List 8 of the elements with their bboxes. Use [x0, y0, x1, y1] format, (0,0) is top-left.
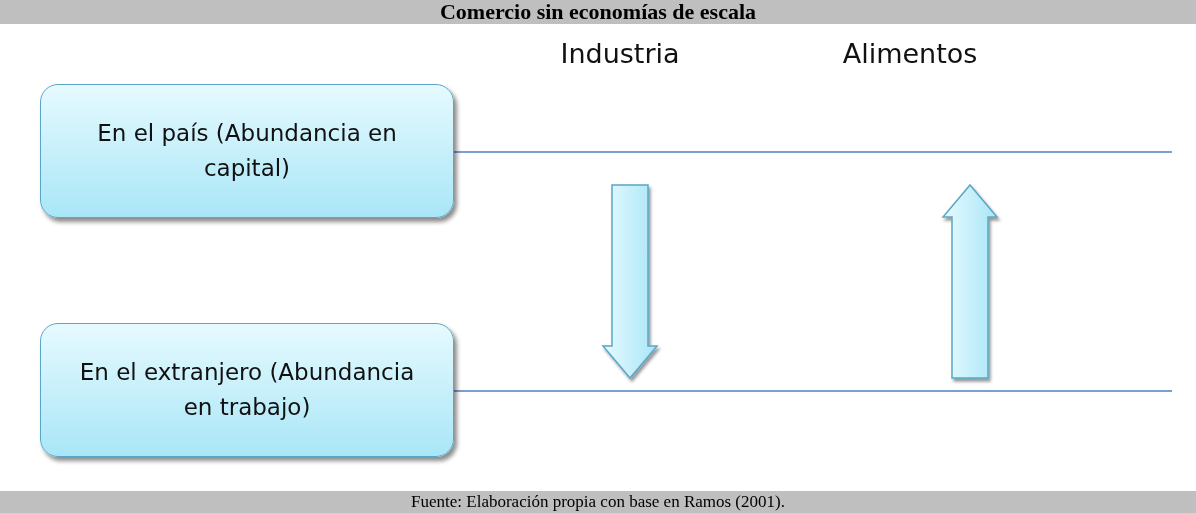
rounded-box	[40, 84, 454, 218]
title: Comercio sin economías de escala	[0, 0, 1196, 24]
column-heading: Alimentos	[842, 38, 978, 69]
caption: Fuente: Elaboración propia con base en Ramos (2001).	[0, 491, 1196, 513]
rounded-box	[40, 323, 454, 457]
column-heading: Industria	[560, 38, 680, 69]
box-label: En el extranjero (Abundancia en trabajo)	[78, 358, 416, 422]
box-label: En el país (Abundancia en capital)	[96, 119, 398, 183]
